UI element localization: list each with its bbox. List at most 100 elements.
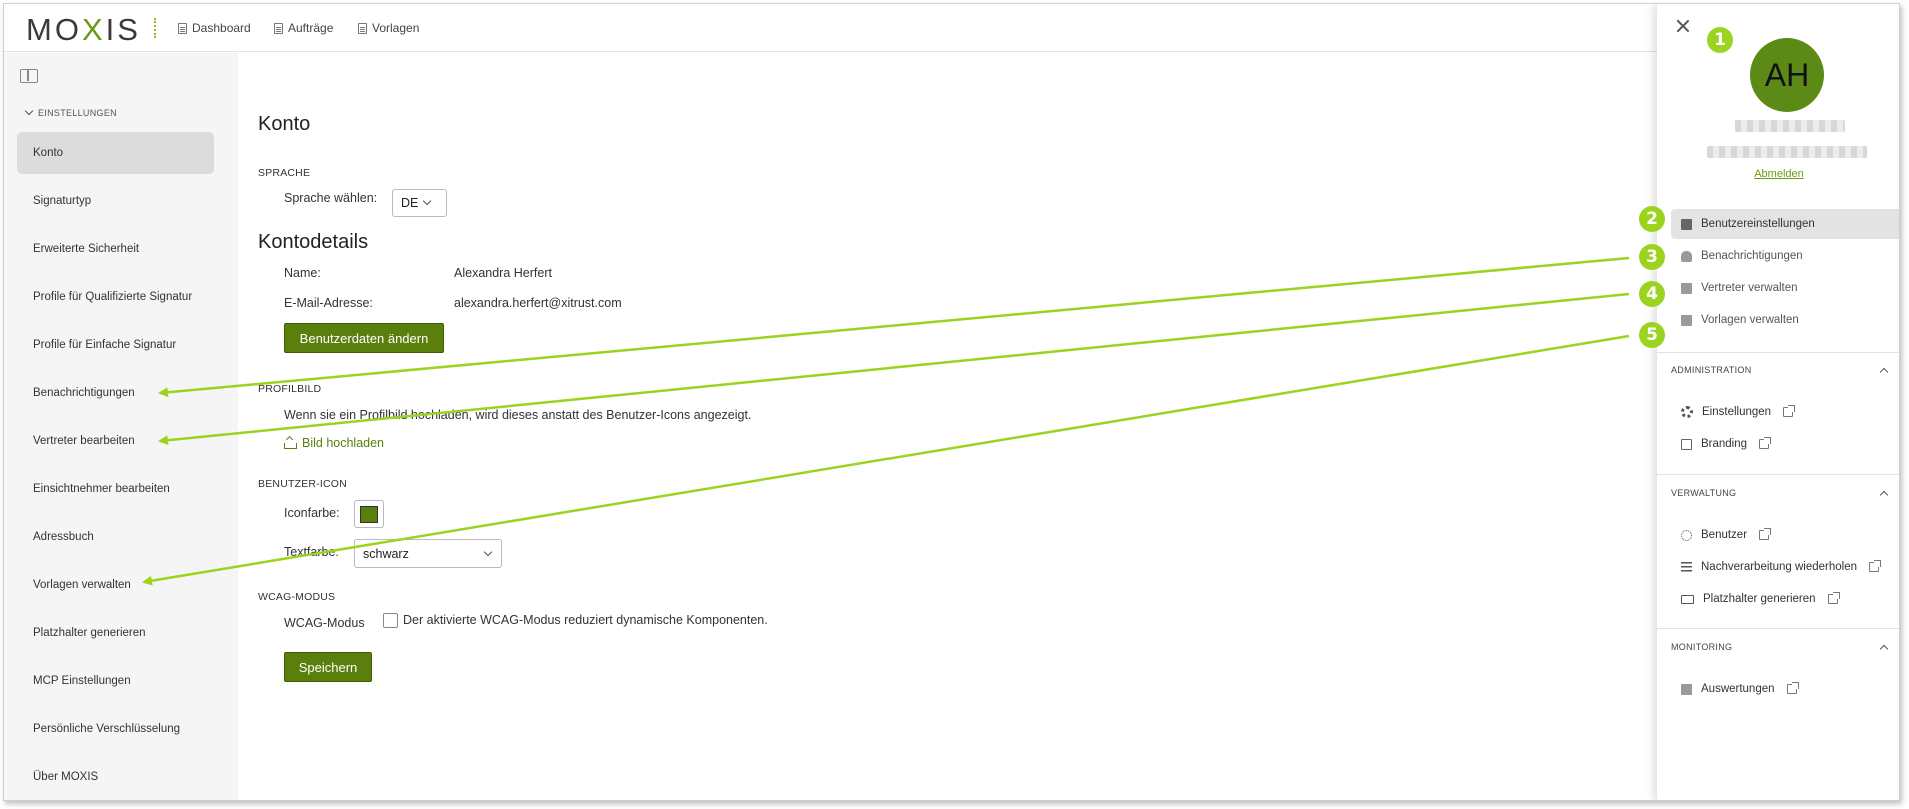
sidebar-item-erweiterte-sicherheit[interactable]: Erweiterte Sicherheit [33,243,140,255]
icon-color-label: Iconfarbe: [284,506,340,520]
panel-item-benachrichtigungen[interactable]: Benachrichtigungen [1671,241,1899,271]
section-sprache: SPRACHE [258,167,311,179]
section-wcag: WCAG-MODUS [258,591,336,603]
icon-color-picker[interactable] [354,500,384,528]
settings-sidebar: EINSTELLUNGEN Konto Signaturtyp Erweiter… [4,53,238,800]
report-icon [1681,683,1692,695]
bell-icon [1681,250,1692,262]
user-settings-icon [1681,218,1692,230]
sidebar-item-vertreter[interactable]: Vertreter bearbeiten [33,435,135,447]
card-icon [1681,594,1694,604]
gear-icon [1681,406,1693,418]
nav-label: Dashboard [192,21,251,35]
panel-item-platzhalter[interactable]: Platzhalter generieren [1671,584,1899,614]
list-icon [1681,561,1692,573]
panel-item-vertreter-verwalten[interactable]: Vertreter verwalten [1671,273,1899,303]
panel-item-nachverarbeitung[interactable]: Nachverarbeitung wiederholen [1671,552,1899,582]
save-button[interactable]: Speichern [284,652,372,682]
nav-dashboard[interactable]: Dashboard [178,21,251,35]
edit-user-data-button[interactable]: Benutzerdaten ändern [284,323,444,353]
sidebar-section-einstellungen[interactable]: EINSTELLUNGEN [24,106,117,118]
redacted-email [1707,146,1867,158]
divider [1657,628,1899,629]
nav-auftraege[interactable]: Aufträge [274,21,333,35]
section-benutzer-icon: BENUTZER-ICON [258,478,347,490]
logout-link[interactable]: Abmelden [1754,168,1804,180]
sidebar-item-profile-einfach[interactable]: Profile für Einfache Signatur [33,339,177,351]
text-color-label: Textfarbe: [284,545,339,559]
external-link-icon [1827,592,1840,604]
external-link-icon [1869,560,1881,572]
user-panel: AH Abmelden Benutzereinstellungen Benach… [1657,4,1899,800]
panel-section-administration[interactable]: ADMINISTRATION [1671,365,1889,376]
annotation-badge-5: 5 [1639,322,1665,348]
moxis-logo[interactable]: MOXIS [26,12,141,47]
sidebar-item-mcp[interactable]: MCP Einstellungen [33,675,131,687]
language-select[interactable]: DE [392,189,447,217]
divider [1657,352,1899,353]
sidebar-item-vorlagen[interactable]: Vorlagen verwalten [33,579,131,591]
divider [1657,474,1899,475]
chevron-down-icon [24,106,34,116]
chevron-down-icon [483,547,493,556]
name-label: Name: [284,266,321,280]
wcag-description: Der aktivierte WCAG-Modus reduziert dyna… [403,613,768,627]
main-content: Konto SPRACHE Sprache wählen: DE Kontode… [238,53,1658,800]
sidebar-toggle-icon[interactable] [20,69,38,83]
redacted-username [1735,120,1845,132]
orders-icon [274,22,283,34]
avatar: AH [1750,38,1824,112]
panel-item-branding[interactable]: Branding [1671,429,1899,459]
panel-section-verwaltung[interactable]: VERWALTUNG [1671,488,1889,499]
sidebar-item-adressbuch[interactable]: Adressbuch [33,531,94,543]
language-label: Sprache wählen: [284,191,378,205]
document-icon [1681,314,1692,326]
panel-item-benutzereinstellungen[interactable]: Benutzereinstellungen [1671,209,1899,239]
templates-icon [358,22,367,34]
language-value: DE [401,196,419,210]
external-link-icon [1759,528,1772,540]
panel-item-vorlagen-verwalten[interactable]: Vorlagen verwalten [1671,305,1899,335]
sidebar-item-verschluesselung[interactable]: Persönliche Verschlüsselung [33,723,181,735]
text-color-value: schwarz [363,546,409,561]
upload-image-link[interactable]: Bild hochladen [284,436,384,450]
profile-picture-description: Wenn sie ein Profilbild hochladen, wird … [284,408,752,422]
annotation-badge-1: 1 [1707,27,1733,53]
sidebar-item-konto[interactable]: Konto [17,132,214,174]
sidebar-item-einsichtnehmer[interactable]: Einsichtnehmer bearbeiten [33,483,170,495]
page-title: Konto [258,113,311,135]
upload-icon [284,437,297,449]
chevron-up-icon [1879,644,1889,653]
annotation-badge-3: 3 [1639,244,1665,270]
email-value: alexandra.herfert@xitrust.com [454,296,622,310]
close-icon[interactable] [1675,18,1691,34]
panel-item-benutzer[interactable]: Benutzer [1671,520,1899,550]
annotation-badge-4: 4 [1639,281,1665,307]
sidebar-item-signaturtyp[interactable]: Signaturtyp [33,195,92,207]
sidebar-item-benachrichtigungen[interactable]: Benachrichtigungen [33,387,135,399]
sidebar-item-profile-qualifiziert[interactable]: Profile für Qualifizierte Signatur [33,291,193,303]
wcag-checkbox[interactable] [383,613,398,628]
logo-accent [154,18,156,38]
sidebar-item-platzhalter[interactable]: Platzhalter generieren [33,627,146,639]
name-value: Alexandra Herfert [454,266,552,280]
panel-section-monitoring[interactable]: MONITORING [1671,642,1889,653]
users-icon [1681,529,1692,541]
external-link-icon [1786,682,1799,694]
document-icon [1681,282,1692,294]
annotation-badge-2: 2 [1639,206,1665,232]
nav-label: Aufträge [288,21,334,35]
sidebar-item-ueber-moxis[interactable]: Über MOXIS [33,771,99,783]
chevron-up-icon [1879,367,1889,376]
panel-item-einstellungen[interactable]: Einstellungen [1671,397,1899,427]
nav-vorlagen[interactable]: Vorlagen [358,21,419,35]
section-profilbild: PROFILBILD [258,383,322,395]
icon-color-swatch [360,505,378,523]
app-window: MOXIS Dashboard Aufträge Vorlagen EINSTE… [3,3,1900,801]
panel-item-auswertungen[interactable]: Auswertungen [1671,674,1899,704]
top-bar: MOXIS Dashboard Aufträge Vorlagen [4,4,1899,52]
chevron-down-icon [423,196,432,206]
image-icon [1681,438,1692,450]
external-link-icon [1759,437,1772,449]
text-color-select[interactable]: schwarz [354,539,502,568]
